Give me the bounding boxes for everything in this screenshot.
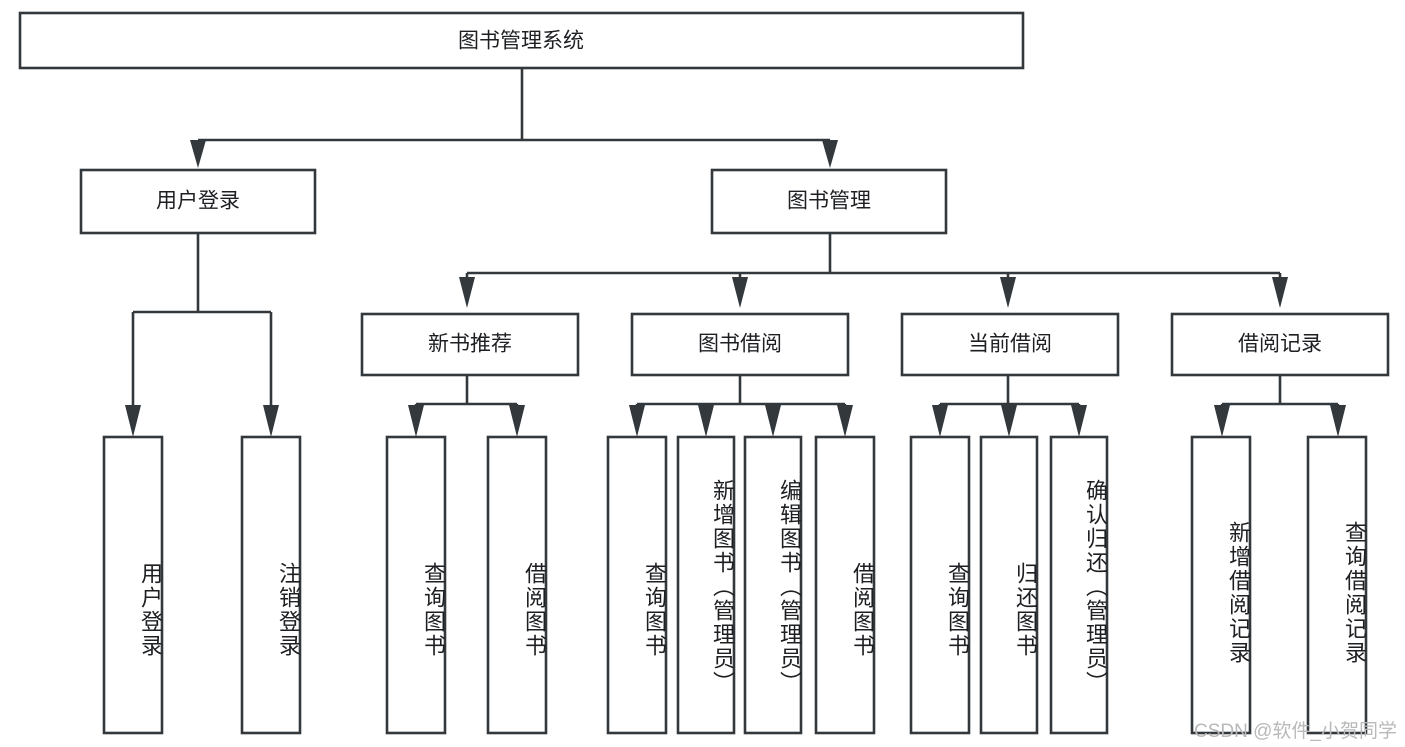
node-leaf-edit-book-admin[interactable] [743, 435, 803, 735]
arrowhead-leaf-new-books-1 [408, 405, 424, 437]
node-current-borrow-label: 当前借阅 [968, 333, 1052, 356]
node-borrow-records[interactable] [1170, 312, 1390, 377]
arrowhead-user-login [190, 140, 206, 168]
node-book-borrow-label: 图书借阅 [698, 333, 782, 356]
node-leaf-confirm-return-admin[interactable] [1049, 435, 1109, 735]
node-leaf-return-book[interactable] [979, 435, 1039, 735]
node-user-login-label: 用户登录 [156, 190, 240, 213]
node-leaf-query-book-nb[interactable] [385, 435, 447, 735]
node-current-borrow[interactable] [900, 312, 1120, 377]
arrowhead-borrow [732, 277, 748, 308]
node-book-management[interactable] [710, 168, 948, 235]
node-book-borrow[interactable] [630, 312, 850, 377]
node-leaf-borrow-book-nb[interactable] [486, 435, 548, 735]
node-new-book-recommend[interactable] [360, 312, 580, 377]
arrowhead-leaf-records-2 [1330, 405, 1346, 437]
arrowhead-leaf-user-login-2 [263, 405, 279, 437]
arrowhead-leaf-borrow-3 [765, 405, 781, 437]
arrowhead-leaf-borrow-4 [837, 405, 853, 437]
node-leaf-query-book-cb[interactable] [909, 435, 971, 735]
arrowhead-group [125, 140, 1346, 437]
node-root-system-label: 图书管理系统 [458, 30, 584, 53]
node-leaf-logout[interactable] [240, 435, 302, 735]
arrowhead-leaf-borrow-2 [698, 405, 714, 437]
node-leaf-add-borrow-record[interactable] [1190, 435, 1252, 735]
arrowhead-book-mgmt [822, 140, 838, 168]
arrowhead-leaf-user-login-1 [125, 405, 141, 437]
arrowhead-new-books [459, 277, 475, 308]
arrowhead-leaf-borrow-1 [629, 405, 645, 437]
node-leaf-query-borrow-record[interactable] [1306, 435, 1368, 735]
arrowhead-leaf-current-2 [1001, 405, 1017, 437]
node-leaf-add-book-admin[interactable] [676, 435, 736, 735]
node-leaf-query-book-bb[interactable] [606, 435, 668, 735]
node-user-login[interactable] [79, 168, 317, 235]
node-root-system[interactable] [18, 11, 1025, 70]
node-book-management-label: 图书管理 [787, 190, 871, 213]
arrowhead-leaf-current-1 [932, 405, 948, 437]
node-leaf-user-login[interactable] [102, 435, 164, 735]
node-leaf-borrow-book-bb[interactable] [814, 435, 876, 735]
arrowhead-records [1272, 277, 1288, 308]
node-box-group: 图书管理系统 用户登录 图书管理 新书推荐 图书借阅 当前借阅 借阅记录 [18, 11, 1390, 735]
node-borrow-records-label: 借阅记录 [1238, 333, 1322, 356]
arrowhead-leaf-current-3 [1071, 405, 1087, 437]
node-new-book-recommend-label: 新书推荐 [428, 333, 512, 356]
arrowhead-current [1000, 277, 1016, 308]
arrowhead-leaf-records-1 [1214, 405, 1230, 437]
arrowhead-leaf-new-books-2 [509, 405, 525, 437]
